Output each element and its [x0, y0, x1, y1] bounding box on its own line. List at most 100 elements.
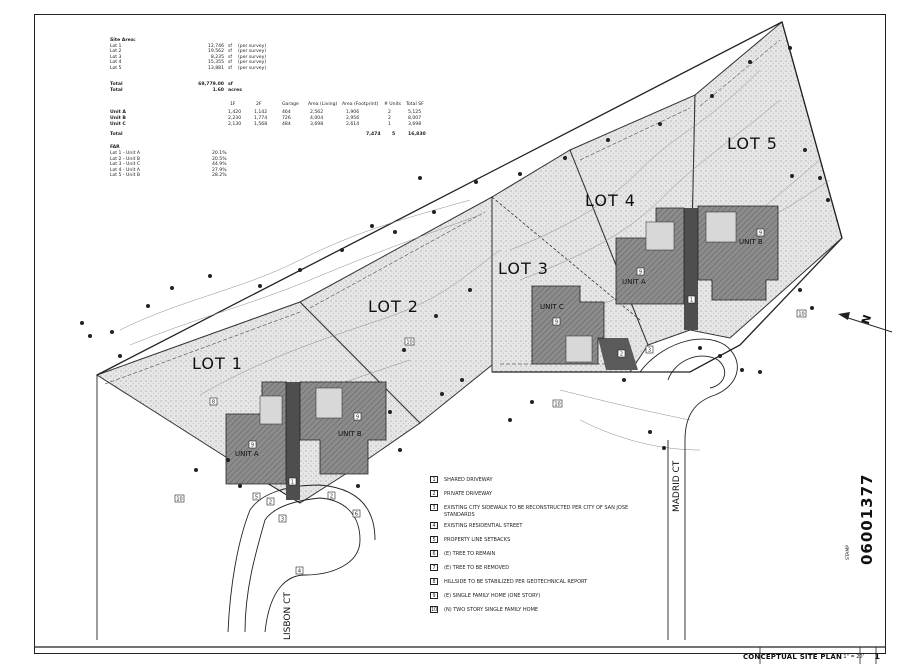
- legend-number: 6: [430, 550, 438, 557]
- legend-number: 1: [430, 476, 438, 483]
- svg-text:9: 9: [759, 231, 762, 237]
- legend-text: (E) TREE TO REMAIN: [444, 550, 496, 557]
- lisbon-ct-label: LISBON CT: [283, 592, 293, 640]
- area-unit: sf: [228, 54, 233, 60]
- area-unit: sf: [228, 60, 233, 66]
- title-block-lines: [34, 646, 886, 664]
- driveways: [286, 208, 698, 500]
- area-note: (per survey): [238, 49, 267, 55]
- far-heading: FAR: [110, 145, 120, 150]
- callout-10: 10: [796, 309, 807, 318]
- area-unit: sf: [228, 49, 233, 55]
- legend-number: 4: [430, 522, 438, 529]
- site-area-heading: Site Area:: [110, 38, 136, 43]
- legend-text: PRIVATE DRIVEWAY: [444, 490, 493, 497]
- legend-text: STANDARDS: [444, 511, 475, 518]
- lot-area: 15,355: [207, 60, 224, 66]
- area-unit: sf: [228, 43, 233, 49]
- units-header: 1F: [230, 102, 236, 107]
- shared-driveway-lot1-2: [286, 382, 300, 500]
- streets: [227, 338, 738, 640]
- stamp-number: 06001377: [858, 473, 876, 566]
- legend-number: 8: [430, 578, 438, 585]
- unit-cell: 2,562: [310, 110, 324, 115]
- unit-row-label: Unit C: [110, 122, 126, 127]
- units-total-cell: 16,830: [408, 132, 426, 137]
- legend-number: 5: [430, 536, 438, 543]
- units-header: 2F: [256, 102, 262, 107]
- site-area-units: sf sf sf sf sf: [228, 44, 232, 72]
- building-unit-a-lot1: [225, 381, 287, 485]
- callout-4: 4: [295, 566, 304, 575]
- site-area-notes: (per survey) (per survey) (per survey) (…: [238, 44, 266, 72]
- legend-item: 7 (E) TREE TO BE REMOVED: [430, 563, 509, 572]
- unit-cell: 2,230: [228, 116, 242, 121]
- svg-text:5: 5: [255, 495, 258, 501]
- total-sf-value: 69,779.00: [198, 81, 224, 87]
- unit-c-label: UNIT C: [540, 303, 564, 311]
- unit-row-label: Unit B: [110, 116, 126, 121]
- legend-text: PROPERTY LINE SETBACKS: [444, 536, 511, 543]
- lot-2-label: LOT 2: [368, 297, 419, 316]
- unit-cell: 5,125: [408, 110, 422, 115]
- units-total-cell: 5: [392, 132, 396, 137]
- lot-area: 13,881: [207, 65, 224, 71]
- callout-9: 9: [636, 267, 645, 276]
- unit-cell: 2: [388, 110, 391, 115]
- unit-a-label: UNIT A: [235, 450, 259, 458]
- unit-cell: 2,956: [346, 116, 360, 121]
- unit-cell: 484: [282, 122, 291, 127]
- lot-4-label: LOT 4: [585, 191, 636, 210]
- far-value: 27.9%: [212, 167, 227, 173]
- unit-cell: 1,142: [254, 110, 268, 115]
- svg-text:2: 2: [269, 500, 272, 506]
- lot-3-area: [491, 149, 649, 373]
- svg-text:9: 9: [639, 270, 642, 276]
- far-labels: Lot 1 - Unit A Lot 2 - Unit B Lot 3 - Un…: [110, 151, 140, 179]
- area-unit: sf: [228, 65, 233, 71]
- far-values: 20.1% 20.5% 44.9% 27.9% 28.2%: [212, 151, 227, 179]
- legend-text: (E) TREE TO BE REMOVED: [444, 564, 510, 571]
- svg-text:6: 6: [355, 512, 358, 518]
- area-note: (per survey): [238, 60, 267, 66]
- lot-3-label: LOT 3: [498, 259, 549, 278]
- callout-3: 3: [278, 514, 287, 523]
- unit-cell: 2,614: [346, 122, 360, 127]
- unit-b-label: UNIT B: [739, 238, 763, 246]
- callouts: 10 10 10 10 9 9 9 9 9 1 1 2 2 2 3 3 4 5 …: [174, 228, 807, 575]
- far-value: 20.1%: [212, 151, 227, 156]
- site-area-totals: Total 69,779.00 sf Total 1.60 acres: [110, 82, 290, 96]
- building-unit-c-lot3: [531, 285, 605, 365]
- callout-3: 3: [645, 345, 654, 354]
- svg-text:4: 4: [298, 569, 301, 575]
- svg-text:2: 2: [330, 494, 333, 500]
- legend-item: 2 PRIVATE DRIVEWAY: [430, 489, 492, 498]
- svg-text:1: 1: [291, 480, 294, 486]
- svg-text:10: 10: [406, 340, 412, 346]
- unit-cell: 1: [388, 122, 391, 127]
- shared-driveway-lot4-5: [684, 208, 698, 330]
- sheet-number: 1: [874, 652, 880, 661]
- far-label: Lot 5 - Unit B: [110, 173, 141, 179]
- total-label: Total: [110, 81, 123, 87]
- total-sf-unit: sf: [228, 81, 233, 87]
- far-label: Lot 4 - Unit A: [110, 167, 141, 173]
- svg-text:2: 2: [620, 352, 623, 358]
- unit-cell: 2: [388, 116, 391, 121]
- legend-item-continued: STANDARDS: [444, 510, 475, 519]
- legend-number: 7: [430, 564, 438, 571]
- legend-number: 2: [430, 490, 438, 497]
- callout-8: 8: [209, 397, 218, 406]
- units-total-cell: 7,474: [366, 132, 381, 137]
- callout-1: 1: [687, 295, 696, 304]
- unit-cell: 2,130: [228, 122, 242, 127]
- building-unit-a-lot4: [615, 207, 685, 305]
- lot-5-label: LOT 5: [727, 134, 778, 153]
- legend-item: 5 PROPERTY LINE SETBACKS: [430, 535, 510, 544]
- svg-text:3: 3: [648, 348, 651, 354]
